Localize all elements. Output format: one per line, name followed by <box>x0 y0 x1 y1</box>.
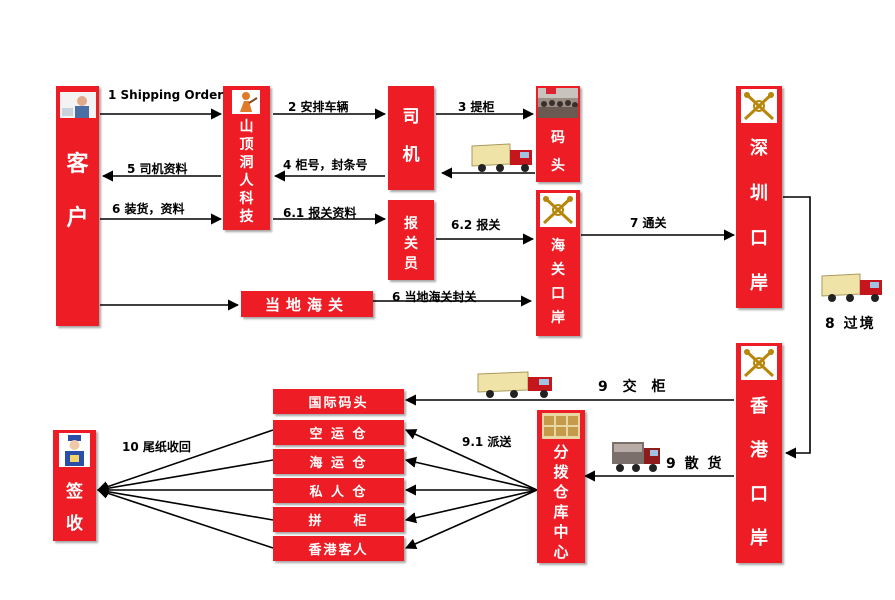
arrow-8 <box>783 196 811 459</box>
port-customs-label-3: 口 <box>551 286 565 302</box>
sign-node: 签 收 <box>53 430 96 541</box>
hongkong-label-1: 香 <box>750 396 768 417</box>
dest-sea-warehouse: 海 运 仓 <box>273 449 404 474</box>
arrow-10-b <box>96 459 274 494</box>
dest-intl-terminal: 国际码头 <box>273 389 404 414</box>
distribution-label-4: 库 <box>553 503 569 521</box>
shenzhen-label-3: 口 <box>750 228 768 249</box>
local-customs-label: 当地海关 <box>264 295 349 314</box>
distribution-label-6: 心 <box>553 543 569 561</box>
arrow-9-1-d <box>404 489 538 524</box>
broker-label-2: 关 <box>404 236 418 252</box>
broker-node: 报 关 员 <box>388 200 434 280</box>
distribution-label-2: 拨 <box>553 463 569 481</box>
shenzhen-label-2: 圳 <box>750 183 768 204</box>
driver-node: 司 机 <box>388 86 434 190</box>
step-6-label: 6 装货，资料 <box>112 202 185 216</box>
agent-label-5: 科 <box>239 191 254 207</box>
step-9-1-label: 9.1 派送 <box>462 435 512 449</box>
dest-sea-warehouse-label: 海 运 仓 <box>309 456 368 471</box>
local-customs-node: 当地海关 <box>241 291 373 317</box>
port-customs-label-1: 海 <box>551 238 565 254</box>
customs-emblem-icon <box>540 193 576 227</box>
warehouse-boxes-icon <box>542 413 580 439</box>
step-2-label: 2 安排车辆 <box>288 100 349 114</box>
terminal-label-1: 码 <box>551 130 565 146</box>
courier-icon <box>59 433 90 467</box>
terminal-node: 码 头 <box>536 86 580 182</box>
step-7-label: 7 通关 <box>630 216 667 230</box>
broker-label-3: 员 <box>404 256 418 272</box>
step-5-label: 5 司机资料 <box>127 162 188 176</box>
shenzhen-label-4: 岸 <box>750 273 768 294</box>
agent-label-2: 顶 <box>239 137 254 153</box>
sign-label-2: 收 <box>66 514 83 534</box>
dest-air-warehouse: 空 运 仓 <box>273 420 404 445</box>
arrow-10-e <box>96 487 274 549</box>
hongkong-label-3: 口 <box>750 484 768 505</box>
step-4-label: 4 柜号，封条号 <box>283 158 368 172</box>
arrow-9-1-e <box>404 489 538 550</box>
agent-label-6: 技 <box>239 209 254 225</box>
step-9-loose-label: 9 散 货 <box>666 456 722 472</box>
customs-emblem-icon <box>741 346 777 380</box>
customer-node: 客 户 <box>56 86 99 326</box>
step-10-label: 10 尾纸收回 <box>122 440 191 454</box>
customer-label-1: 客 <box>66 152 89 177</box>
port-customs-label-2: 关 <box>551 262 565 278</box>
arrow-10-d <box>96 486 274 521</box>
step-6-1-label: 6.1 报关资料 <box>283 206 357 220</box>
driver-label-1: 司 <box>402 107 420 127</box>
dest-intl-terminal-label: 国际码头 <box>308 396 369 411</box>
agent-label-1: 山 <box>239 119 254 135</box>
shenzhen-label-1: 深 <box>750 138 768 159</box>
hongkong-label-2: 港 <box>750 440 768 461</box>
distribution-label-3: 仓 <box>553 483 569 501</box>
customer-label-2: 户 <box>66 206 89 231</box>
step-8-label: 8 过境 <box>825 316 876 332</box>
hongkong-label-4: 岸 <box>750 528 768 549</box>
port-customs-node: 海 关 口 岸 <box>536 190 580 336</box>
step-1-label: 1 Shipping Order <box>108 88 224 102</box>
hongkong-port-node: 香 港 口 岸 <box>736 343 782 563</box>
businessman-icon <box>60 92 96 118</box>
terminal-label-2: 头 <box>551 158 565 174</box>
sign-label-1: 签 <box>66 482 83 502</box>
step-9-container-label: 9 交 柜 <box>598 379 666 395</box>
container-truck-icon <box>820 272 886 304</box>
agent-node: 山 顶 洞 人 科 技 <box>223 86 270 230</box>
step-3-label: 3 提柜 <box>458 100 495 114</box>
customs-emblem-icon <box>741 89 777 123</box>
agent-label-3: 洞 <box>239 155 254 171</box>
dest-hk-customer: 香港客人 <box>273 536 404 561</box>
dest-consolidation: 拼 柜 <box>273 507 404 532</box>
shenzhen-port-node: 深 圳 口 岸 <box>736 86 782 308</box>
worker-icon <box>232 90 260 114</box>
container-truck-icon <box>470 142 536 174</box>
distribution-label-1: 分 <box>553 443 569 461</box>
cargo-truck-icon <box>610 440 662 474</box>
broker-label-1: 报 <box>404 216 418 232</box>
arrow-9-1-a <box>404 429 538 491</box>
dest-private-warehouse: 私 人 仓 <box>273 478 404 503</box>
distribution-label-5: 中 <box>553 523 569 541</box>
dest-consolidation-label: 拼 柜 <box>308 514 369 529</box>
step-6-seal-label: 6 当地海关封关 <box>392 290 477 304</box>
port-crowd-icon <box>538 88 578 118</box>
container-truck-icon <box>476 370 556 400</box>
driver-label-2: 机 <box>402 145 420 165</box>
dest-air-warehouse-label: 空 运 仓 <box>309 427 368 442</box>
arrow-10-a <box>96 429 274 493</box>
agent-label-4: 人 <box>239 173 254 189</box>
dest-hk-customer-label: 香港客人 <box>308 543 369 558</box>
arrow-9-1-b <box>404 456 538 491</box>
dest-private-warehouse-label: 私 人 仓 <box>309 485 368 500</box>
distribution-center-node: 分 拨 仓 库 中 心 <box>537 410 585 563</box>
step-6-2-label: 6.2 报关 <box>451 218 501 232</box>
port-customs-label-4: 岸 <box>551 310 565 326</box>
